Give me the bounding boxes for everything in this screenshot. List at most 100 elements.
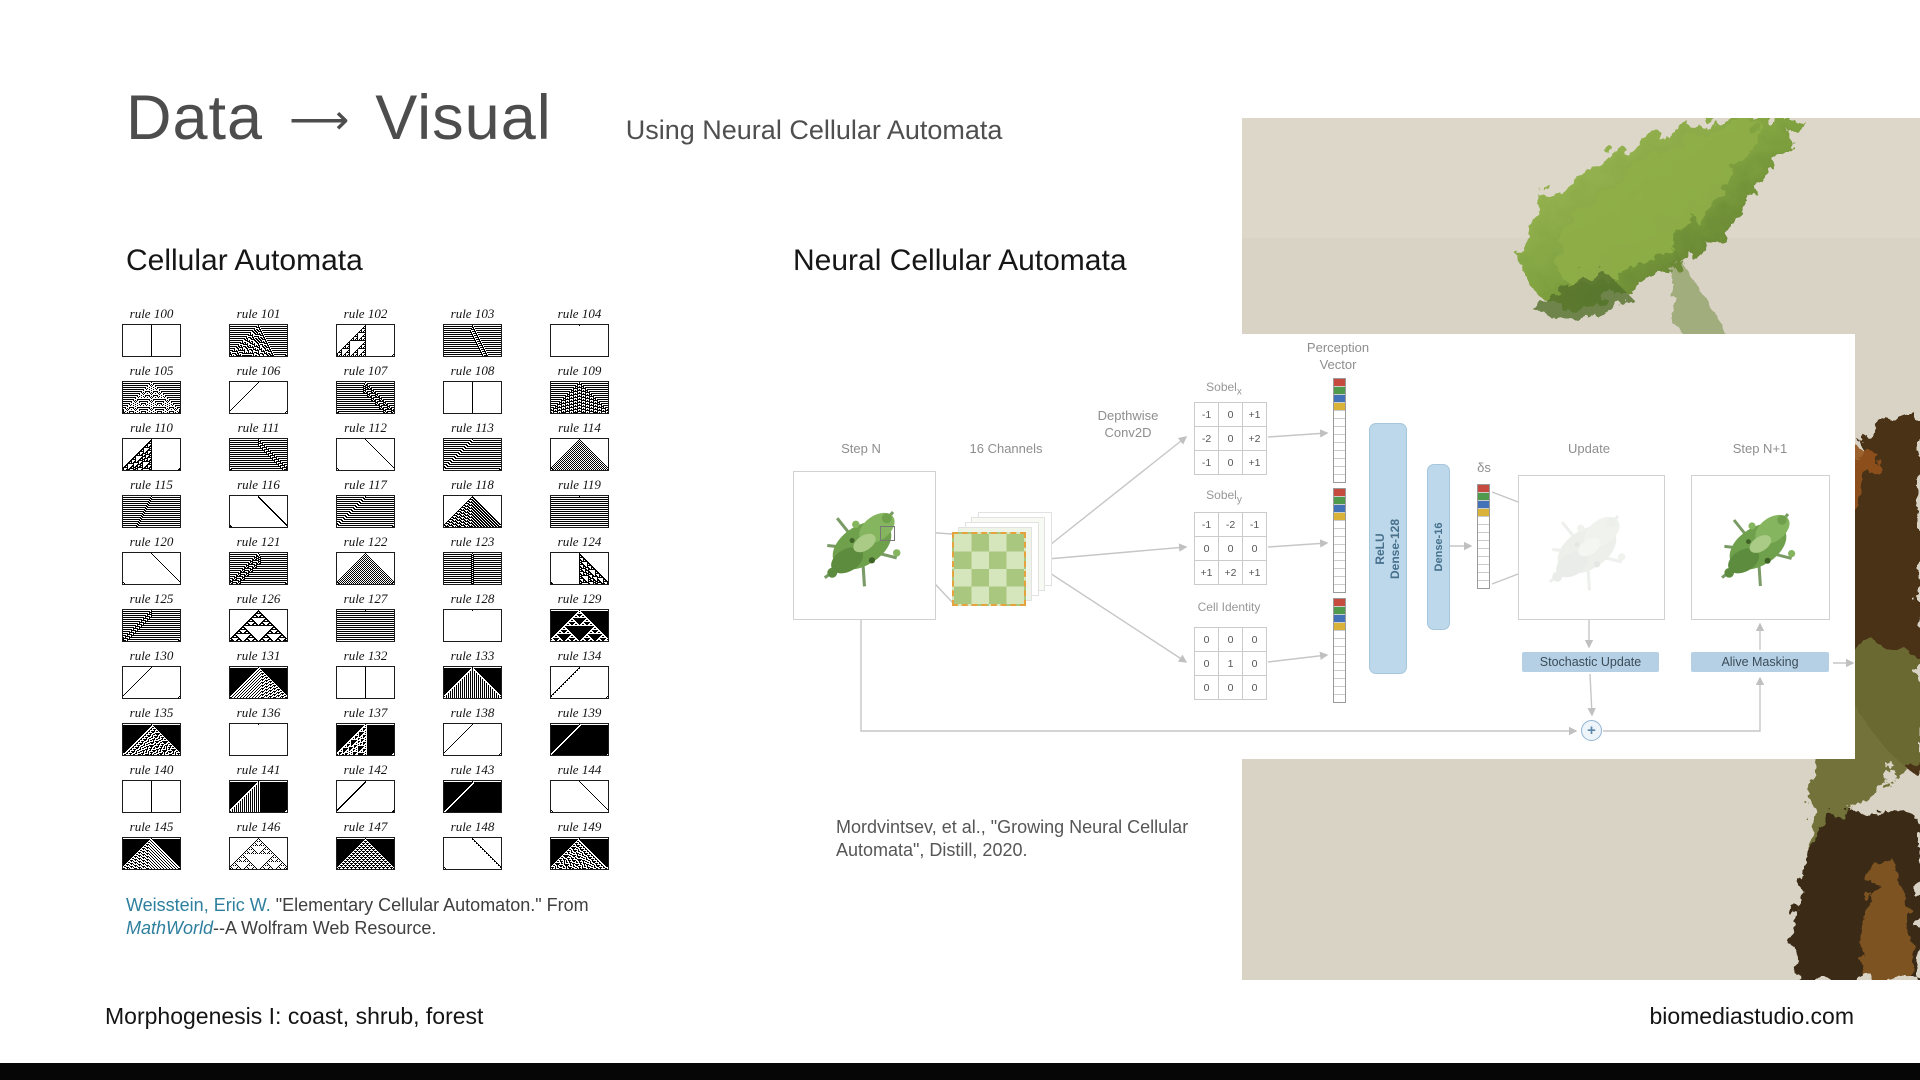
ca-rule-label: rule 129 bbox=[557, 591, 602, 606]
ca-rule-thumbnail bbox=[550, 495, 609, 528]
ca-rule-label: rule 126 bbox=[236, 591, 281, 606]
sobel-y-base: Sobel bbox=[1206, 488, 1237, 502]
perception-vector-label: Perception Vector bbox=[1288, 340, 1388, 374]
ca-rule-label: rule 116 bbox=[237, 477, 280, 492]
footer-website: biomediastudio.com bbox=[1649, 1003, 1854, 1029]
ca-rule-cell: rule 110 bbox=[98, 420, 205, 471]
nca-citation-line1: Mordvintsev, et al., "Growing Neural Cel… bbox=[836, 817, 1189, 837]
ca-rule-thumbnail bbox=[443, 666, 502, 699]
footer-caption: Morphogenesis I: coast, shrub, forest bbox=[105, 1003, 484, 1029]
ca-rule-thumbnail bbox=[550, 609, 609, 642]
title-data: Data bbox=[126, 83, 264, 153]
ca-rule-label: rule 107 bbox=[343, 363, 388, 378]
ca-rule-thumbnail bbox=[122, 666, 181, 699]
matrix-cell: -1 bbox=[1195, 403, 1218, 426]
channels-label: 16 Channels bbox=[969, 441, 1043, 456]
citation-tail: --A Wolfram Web Resource. bbox=[213, 918, 437, 939]
ca-rule-cell: rule 119 bbox=[526, 477, 633, 528]
ca-rule-thumbnail bbox=[229, 609, 288, 642]
probe-square bbox=[880, 526, 895, 541]
ca-rule-label: rule 128 bbox=[450, 591, 495, 606]
ca-rule-thumbnail bbox=[122, 780, 181, 813]
ca-rule-cell: rule 133 bbox=[419, 648, 526, 699]
nca-citation: Mordvintsev, et al., "Growing Neural Cel… bbox=[836, 816, 1188, 863]
ca-rule-cell: rule 120 bbox=[98, 534, 205, 585]
channel-stack bbox=[952, 512, 1054, 608]
ca-rule-label: rule 117 bbox=[344, 477, 387, 492]
conv-label: Depthwise Conv2D bbox=[1072, 408, 1184, 442]
ca-rule-label: rule 143 bbox=[450, 762, 495, 777]
perception-vector bbox=[1333, 378, 1346, 703]
ca-rule-thumbnail bbox=[443, 780, 502, 813]
ca-rule-label: rule 119 bbox=[558, 477, 601, 492]
ca-rule-thumbnail bbox=[122, 837, 181, 870]
ca-rule-thumbnail bbox=[443, 723, 502, 756]
ca-rule-cell: rule 121 bbox=[205, 534, 312, 585]
matrix-cell: 0 bbox=[1219, 676, 1242, 699]
ca-rule-cell: rule 141 bbox=[205, 762, 312, 813]
cell-identity-label: Cell Identity bbox=[1197, 600, 1261, 614]
matrix-cell: +1 bbox=[1243, 561, 1266, 584]
ca-rule-cell: rule 106 bbox=[205, 363, 312, 414]
ca-rule-label: rule 133 bbox=[450, 648, 495, 663]
ca-rule-thumbnail bbox=[229, 780, 288, 813]
ca-rule-label: rule 115 bbox=[130, 477, 173, 492]
matrix-cell: 0 bbox=[1195, 537, 1218, 560]
matrix-cell: +2 bbox=[1243, 427, 1266, 450]
citation-author-link[interactable]: Weisstein, Eric W. bbox=[126, 895, 271, 915]
ca-rule-label: rule 122 bbox=[343, 534, 388, 549]
ca-rule-thumbnail bbox=[443, 552, 502, 585]
update-label: Update bbox=[1568, 441, 1610, 456]
matrix-cell: 0 bbox=[1219, 403, 1242, 426]
ca-rule-cell: rule 147 bbox=[312, 819, 419, 870]
ca-rule-label: rule 130 bbox=[129, 648, 174, 663]
ca-rule-cell: rule 135 bbox=[98, 705, 205, 756]
ca-rule-cell: rule 114 bbox=[526, 420, 633, 471]
citation-source-link[interactable]: MathWorld bbox=[126, 918, 214, 939]
matrix-cell: -1 bbox=[1243, 513, 1266, 536]
ca-rule-cell: rule 112 bbox=[312, 420, 419, 471]
ca-rule-thumbnail bbox=[229, 438, 288, 471]
ca-rule-thumbnail bbox=[122, 609, 181, 642]
ca-rule-thumbnail bbox=[122, 438, 181, 471]
ca-rule-thumbnail bbox=[336, 780, 395, 813]
ca-rule-label: rule 134 bbox=[557, 648, 602, 663]
ca-rule-cell: rule 140 bbox=[98, 762, 205, 813]
ca-rule-cell: rule 145 bbox=[98, 819, 205, 870]
ca-rule-cell: rule 128 bbox=[419, 591, 526, 642]
ca-rule-cell: rule 102 bbox=[312, 306, 419, 357]
ca-rule-thumbnail bbox=[336, 495, 395, 528]
ca-rule-cell: rule 116 bbox=[205, 477, 312, 528]
ca-rule-cell: rule 127 bbox=[312, 591, 419, 642]
ca-rule-cell: rule 143 bbox=[419, 762, 526, 813]
ca-rule-label: rule 108 bbox=[450, 363, 495, 378]
ca-rule-cell: rule 131 bbox=[205, 648, 312, 699]
ca-rule-cell: rule 118 bbox=[419, 477, 526, 528]
ca-rule-thumbnail bbox=[336, 609, 395, 642]
ca-rule-label: rule 145 bbox=[129, 819, 174, 834]
ca-rule-label: rule 123 bbox=[450, 534, 495, 549]
step-n-box bbox=[793, 471, 936, 620]
ca-rule-cell: rule 142 bbox=[312, 762, 419, 813]
ca-rule-cell: rule 101 bbox=[205, 306, 312, 357]
ca-rule-cell: rule 138 bbox=[419, 705, 526, 756]
ca-rule-thumbnail bbox=[336, 381, 395, 414]
ca-rule-thumbnail bbox=[229, 723, 288, 756]
ca-rule-thumbnail bbox=[550, 324, 609, 357]
ca-rule-label: rule 139 bbox=[557, 705, 602, 720]
matrix-cell: 0 bbox=[1219, 628, 1242, 651]
ca-rule-cell: rule 125 bbox=[98, 591, 205, 642]
ca-rule-thumbnail bbox=[550, 438, 609, 471]
ca-rule-cell: rule 104 bbox=[526, 306, 633, 357]
ca-rule-thumbnail bbox=[229, 666, 288, 699]
ca-rule-cell: rule 146 bbox=[205, 819, 312, 870]
ca-rule-label: rule 114 bbox=[558, 420, 601, 435]
ca-rule-cell: rule 103 bbox=[419, 306, 526, 357]
ca-rule-cell: rule 130 bbox=[98, 648, 205, 699]
ca-rule-cell: rule 124 bbox=[526, 534, 633, 585]
matrix-cell: +1 bbox=[1243, 451, 1266, 474]
stochastic-update-button: Stochastic Update bbox=[1522, 652, 1659, 672]
matrix-cell: 0 bbox=[1195, 628, 1218, 651]
ca-rule-cell: rule 137 bbox=[312, 705, 419, 756]
